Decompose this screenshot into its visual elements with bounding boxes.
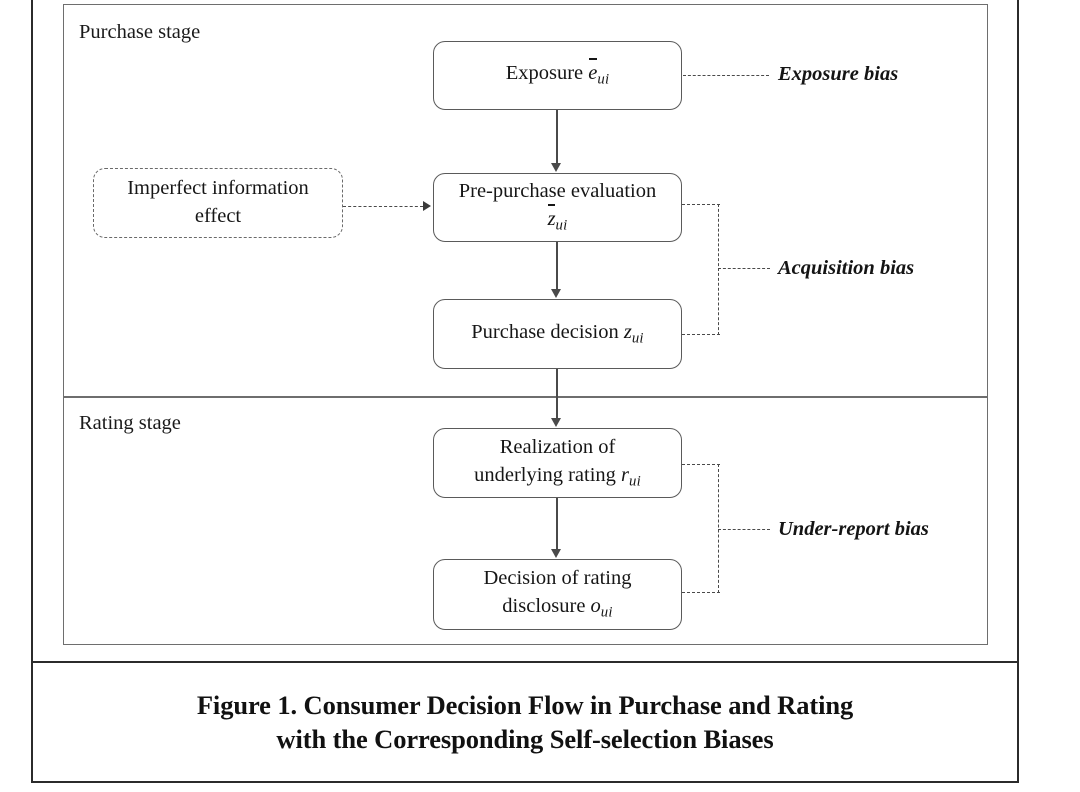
connector-underreport-stub (718, 529, 770, 530)
arrow-exposure-to-preeval-head (551, 163, 561, 172)
node-purchase-decision: Purchase decision zui (433, 299, 682, 369)
caption-line-1: Figure 1. Consumer Decision Flow in Purc… (196, 690, 854, 721)
preeval-symbol: z (548, 204, 556, 234)
arrow-preeval-to-purchase-head (551, 289, 561, 298)
node-exposure-text: Exposure eui (505, 58, 610, 88)
connector-underreport-vertical (718, 464, 719, 593)
figure-caption-cell: Figure 1. Consumer Decision Flow in Purc… (31, 663, 1019, 783)
realization-symbol: r (621, 463, 629, 486)
disclosure-subscript: ui (600, 604, 613, 621)
purchase-stage-panel (63, 4, 988, 397)
connector-acquisition-stub (718, 268, 770, 269)
arrow-exposure-to-preeval-line (556, 110, 558, 164)
connector-exposure-bias (683, 75, 769, 76)
caption-line-2: with the Corresponding Self-selection Bi… (276, 724, 774, 754)
purchase-subscript: ui (631, 330, 644, 347)
realization-subscript: ui (629, 473, 641, 490)
exposure-symbol: e (588, 58, 597, 88)
outer-frame (31, 0, 1019, 783)
purchase-symbol: z (623, 320, 632, 343)
bias-label-underreport: Under-report bias (778, 518, 929, 540)
exposure-subscript: ui (597, 71, 610, 88)
arrow-realization-to-disclosure-head (551, 549, 561, 558)
figure-cell (31, 0, 1019, 663)
connector-acquisition-top (682, 204, 720, 205)
preeval-subscript: ui (555, 217, 568, 234)
purchase-stage-label: Purchase stage (79, 21, 201, 43)
bias-label-acquisition: Acquisition bias (778, 257, 915, 279)
arrow-preeval-to-purchase-line (556, 242, 558, 290)
bias-label-exposure: Exposure bias (778, 63, 899, 85)
arrow-purchase-to-realization-line (556, 369, 558, 419)
arrow-realization-to-disclosure-line (556, 498, 558, 550)
dashed-arrow-imperfect-to-preeval (343, 206, 423, 207)
dashed-arrow-imperfect-head (423, 201, 431, 211)
connector-underreport-bottom (682, 592, 720, 593)
disclosure-symbol: o (590, 595, 601, 618)
node-purchase-text: Purchase decision zui (471, 320, 644, 347)
rating-stage-panel (63, 397, 988, 645)
rating-stage-label: Rating stage (79, 412, 181, 434)
connector-underreport-top (682, 464, 720, 465)
figure-caption: Figure 1. Consumer Decision Flow in Purc… (75, 689, 975, 757)
connector-acquisition-bottom (682, 334, 720, 335)
node-exposure: Exposure eui (433, 41, 682, 110)
connector-acquisition-vertical (718, 204, 719, 335)
arrow-purchase-to-realization-head (551, 418, 561, 427)
